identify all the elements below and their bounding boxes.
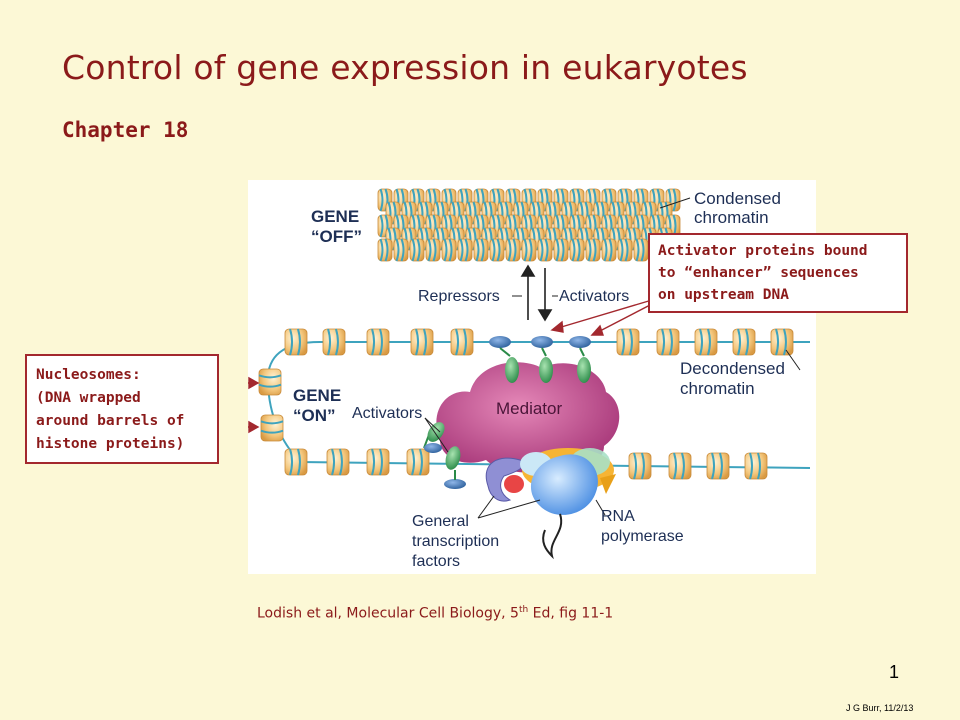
activators-top-label: Activators [559, 288, 629, 305]
nucleosome [326, 448, 350, 476]
activator-protein [531, 336, 553, 383]
nucleosome [322, 328, 346, 356]
nucleosome [473, 238, 489, 262]
nucleosomes [258, 328, 794, 480]
nucleosome-callout-line-1: Nucleosomes: [36, 367, 141, 383]
nucleosome [450, 328, 474, 356]
gene-off-label-2: “OFF” [311, 227, 362, 246]
nucleosome [628, 452, 652, 480]
transcription-machinery [485, 448, 616, 560]
nucleosome [284, 448, 308, 476]
nucleosome [744, 452, 768, 480]
nucleosome [706, 452, 730, 480]
nucleosome [284, 328, 308, 356]
nucleosome [633, 238, 649, 262]
citation-main: Lodish et al, Molecular Cell Biology, 5 [257, 605, 519, 622]
activator-protein [489, 336, 519, 383]
activator-callout-line-1: Activator proteins bound [658, 243, 868, 259]
figure-citation: Lodish et al, Molecular Cell Biology, 5t… [257, 605, 613, 622]
nucleosome [441, 238, 457, 262]
nucleosome [377, 238, 393, 262]
activator-callout-line-3: on upstream DNA [658, 287, 789, 303]
condensed-label-1: Condensed [694, 189, 781, 208]
citation-superscript: th [518, 605, 529, 615]
nucleosome [258, 368, 282, 396]
nucleosome [406, 448, 430, 476]
nucleosome [366, 328, 390, 356]
nucleosome [521, 238, 537, 262]
switch-arrows [512, 264, 558, 322]
nucleosome [732, 328, 756, 356]
nucleosome [617, 238, 633, 262]
activator-callout: Activator proteins bound to “enhancer” s… [648, 233, 908, 313]
gene-on-label-1: GENE [293, 386, 341, 405]
nucleosome [668, 452, 692, 480]
nucleosome [505, 238, 521, 262]
activator-callout-line-2: to “enhancer” sequences [658, 265, 859, 281]
repressors-label: Repressors [418, 288, 500, 305]
decondensed-label-1: Decondensed [680, 359, 785, 378]
nucleosome [393, 238, 409, 262]
rna-pol-label-2: polymerase [601, 528, 684, 545]
decondensed-label-2: chromatin [680, 379, 755, 398]
nucleosome [569, 238, 585, 262]
nucleosome [770, 328, 794, 356]
chapter-subtitle: Chapter 18 [62, 118, 189, 142]
gene-off-label-1: GENE [311, 207, 359, 226]
nucleosome [656, 328, 680, 356]
nucleosome [457, 238, 473, 262]
nucleosome [694, 328, 718, 356]
nucleosome [489, 238, 505, 262]
nucleosome [616, 328, 640, 356]
enhancer-activators [489, 336, 591, 383]
nucleosome-callout-line-3: around barrels of [36, 413, 185, 429]
mediator-complex [436, 362, 620, 473]
promoter-activators [423, 422, 466, 489]
nucleosome-callout-line-4: histone proteins) [36, 436, 185, 452]
condensed-label-2: chromatin [694, 208, 769, 227]
general-tf-label-2: transcription [412, 533, 499, 550]
nucleosome [260, 414, 284, 442]
nucleosome [409, 238, 425, 262]
rna-pol-label-1: RNA [601, 508, 635, 525]
gene-on-label-2: “ON” [293, 406, 336, 425]
page-number: 1 [889, 662, 900, 682]
general-tf-label-3: factors [412, 553, 460, 570]
figure-leader-lines [424, 197, 801, 519]
nucleosome [366, 448, 390, 476]
citation-tail: Ed, fig 11-1 [528, 605, 614, 622]
nucleosome [585, 238, 601, 262]
condensed-chromatin [377, 188, 681, 262]
nucleosome [537, 238, 553, 262]
mediator-label: Mediator [496, 399, 562, 418]
nucleosome [425, 238, 441, 262]
author-footer: J G Burr, 11/2/13 [846, 703, 914, 713]
nucleosome [553, 238, 569, 262]
callout-arrows [248, 299, 653, 434]
activators-label: Activators [352, 405, 422, 422]
activator-protein [569, 336, 591, 383]
nucleosome [410, 328, 434, 356]
nucleosome-callout-line-2: (DNA wrapped [36, 390, 141, 406]
general-tf-label-1: General [412, 513, 469, 530]
slide-title: Control of gene expression in eukaryotes [62, 48, 748, 87]
nucleosome-callout: Nucleosomes: (DNA wrapped around barrels… [25, 354, 219, 464]
figure-labels: GENE “OFF” Condensed chromatin Repressor… [293, 189, 785, 570]
nucleosome [601, 238, 617, 262]
